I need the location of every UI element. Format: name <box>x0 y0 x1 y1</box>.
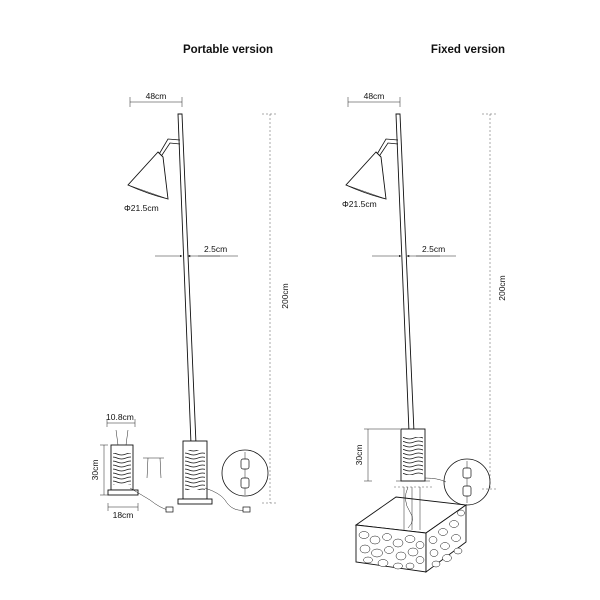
fixed-title: Fixed version <box>431 44 505 56</box>
fixed-panel: Fixed version 48cm Φ21.5cm 2.5cm <box>342 44 507 573</box>
portable-base-dimension-drawing: 10.8cm 30cm 18cm <box>90 412 174 520</box>
portable-connector-detail <box>221 449 269 497</box>
portable-pole-width-dimension: 2.5cm <box>155 244 238 258</box>
fixed-base-height-label: 30cm <box>354 445 364 466</box>
portable-pole-width-label: 2.5cm <box>204 244 227 254</box>
fixed-shade-diameter-label: Φ21.5cm <box>342 199 377 209</box>
fixed-shade-reach-label: 48cm <box>364 91 385 101</box>
portable-base-height-label: 30cm <box>90 460 100 481</box>
portable-base-top-width-label: 10.8cm <box>106 412 134 422</box>
stone-texture <box>358 509 465 570</box>
fixed-height-dimension: 200cm <box>482 113 507 490</box>
portable-height-dimension: 200cm <box>262 113 290 504</box>
portable-shade-reach-dimension: 48cm <box>129 91 183 107</box>
portable-base-width-label: 18cm <box>113 510 134 520</box>
portable-shade: Φ21.5cm <box>124 138 181 213</box>
fixed-shade: Φ21.5cm <box>342 138 399 209</box>
fixed-pole-width-dimension: 2.5cm <box>372 244 456 258</box>
portable-pole <box>177 113 197 445</box>
fixed-pole-width-label: 2.5cm <box>422 244 445 254</box>
portable-panel: Portable version 48cm Φ21.5cm 2.5cm <box>90 44 290 520</box>
portable-height-label: 200cm <box>280 283 290 309</box>
fixed-pole <box>395 113 415 433</box>
fixed-base <box>394 428 447 488</box>
fixed-height-label: 200cm <box>497 275 507 301</box>
portable-title: Portable version <box>183 44 273 56</box>
fixed-shade-reach-dimension: 48cm <box>347 91 401 107</box>
portable-shade-diameter-label: Φ21.5cm <box>124 203 159 213</box>
anchor-bolts <box>403 486 421 530</box>
portable-shade-reach-label: 48cm <box>146 91 167 101</box>
fixed-ground-foundation <box>354 486 468 573</box>
fixed-base-height-dimension: 30cm <box>354 428 400 482</box>
portable-base <box>177 440 251 513</box>
fixed-connector-detail <box>443 458 491 506</box>
